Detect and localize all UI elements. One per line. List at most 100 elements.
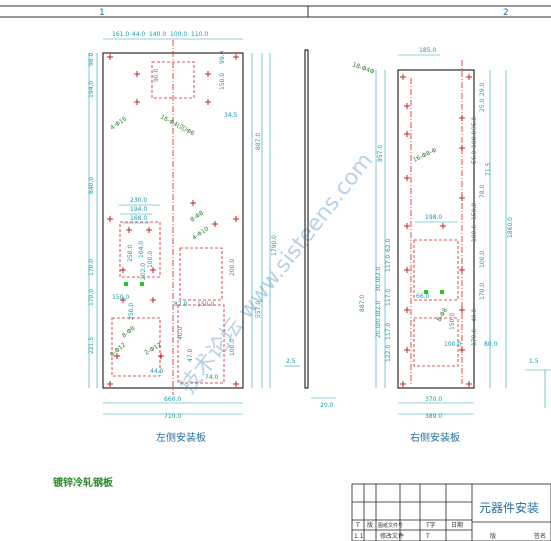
right-panel-dimension-lines [375,54,507,415]
right-dim-left-10: 20.0 [375,324,382,338]
title-row1-c4: T字 [425,521,436,529]
right-dim-right-3: 95.0 [471,116,478,130]
title-misc-2: 签名 [534,532,546,540]
right-dim-right-5: 56.0 [471,150,478,164]
right-dim-inner-5: 150.0 [449,313,456,330]
right-dim-right-9: 100.0 [471,225,478,242]
material-note: 镀锌冷轧钢板 [53,476,114,489]
zone-label-1: 1 [99,8,105,18]
right-dim-left-1: 957.0 [377,145,384,162]
right-dim-left-6: 117.0 [385,289,392,306]
left-dim-inner-15: 44.0 [150,368,164,375]
right-hole-note-1: 18-Φ4Φ [351,61,375,76]
left-dim-bottom-1: 660.0 [164,396,181,403]
title-row1-c2: 版 [367,521,373,529]
left-dim-right-6: 557.0 [255,301,262,318]
left-dim-right-1: 99.0 [219,50,226,64]
left-hole-note-5: 8-Φ8 [121,325,137,340]
left-dim-inner-12: 47.0 [187,348,194,362]
left-dim-right-4: 1790.0 [271,235,278,256]
title-row1-c1: T [355,522,360,529]
right-dim-top-1: 185.0 [419,47,436,54]
left-hole-note-7: 2-Φ12 [144,341,164,356]
right-dim-right-10: 100.0 [479,251,486,268]
left-dim-inner-3: 168.0 [130,215,147,222]
left-dim-right-5: 200.0 [229,259,236,276]
right-panel: 185.0 18-Φ4Φ 16-Φ8-Φ 8-Φ8 957.0 62.0 117… [351,47,514,444]
right-panel-component-outlines [413,239,459,367]
right-dim-right-14: 1860.0 [507,217,514,238]
left-dim-inner-8: 250.0 [128,303,135,320]
side-view-thickness: 2.5 [286,358,296,365]
title-block [351,483,551,541]
edge-thickness: 1.5 [529,358,539,365]
title-row2-c1: 1.1 [354,533,364,540]
left-dim-left-1: 98.0 [88,52,95,66]
right-dim-right-11: 170.0 [479,283,486,300]
left-dim-inner-10: 87.0 [174,301,188,308]
side-view-width: 20.0 [320,402,334,409]
right-dim-left-11: 117.0 [385,323,392,340]
left-dim-inner-5: 202.0 [140,263,147,280]
left-dim-inner-14: 74.0 [205,374,219,381]
left-dim-inner-17: 90.0 [153,68,160,82]
left-dim-inner-2: 194.0 [130,206,147,213]
title-row2-c2: 修改文件 [380,532,404,540]
left-dim-top-4: 100.0 [170,31,187,38]
right-dim-bottom-1: 370.0 [425,396,442,403]
right-hole-note-3: 8-Φ8 [436,307,449,323]
left-panel-dimension-lines [88,38,271,415]
title-row1-c5: 日期 [451,521,463,529]
right-dim-inner-3: 100.0 [444,341,461,348]
left-hole-note-1: 4-Φ16 [109,115,128,131]
side-view: 2.5 20.0 [284,49,336,409]
left-dim-right-3: 887.0 [255,133,262,150]
left-dim-top-5: 110.0 [191,31,208,38]
left-dim-right-7: 100.0 [229,339,236,356]
left-panel-component-outlines [111,61,225,384]
left-hole-note-2: 16-Φ4(沉)Φ6 [159,113,196,138]
left-dim-right-2: 150.0 [219,73,226,90]
right-dim-left-4: 32.0 [375,266,382,280]
left-dim-top-1: 161.0 [112,31,129,38]
right-dim-left-7: 32.0 [375,300,382,314]
left-hole-note-4: 4-Φ10 [191,225,210,241]
zone-label-2: 2 [503,8,509,18]
right-dim-left-9: 887.0 [359,295,366,312]
title-block-title: 元器件安装 [479,500,539,515]
right-dim-right-6: 71.5 [485,162,492,176]
left-dim-left-5: 170.0 [88,289,95,306]
left-dim-inner-4: 258.0 [127,245,134,262]
right-dim-right-12: 40.0 [471,308,478,322]
right-dim-inner-2: 66.0 [416,293,430,300]
left-dim-left-3: 840.0 [88,177,95,194]
left-panel-caption: 左侧安装板 [156,431,206,444]
left-hole-note-3: 8-Φ8 [189,209,205,223]
left-dim-inner-1: 230.0 [130,197,147,204]
title-misc-1: 版 [490,532,496,540]
right-dim-right-4: 100.0 [471,131,478,148]
left-dim-inner-9: 150.0 [197,301,214,308]
drawing-frame [0,5,551,18]
right-panel-outline [397,69,475,389]
left-dim-bottom-2: 710.0 [164,413,181,420]
partial-view-edge: 1.5 [525,358,551,408]
right-dim-right-13: 170.0 [471,329,478,346]
title-row2-c3: T [425,533,430,540]
right-dim-right-7: 78.0 [479,184,486,198]
right-panel-caption: 右侧安装板 [410,431,460,444]
right-dim-inner-1: 198.0 [425,214,442,221]
left-dim-inner-13: 40.0 [177,326,184,340]
right-dim-right-1: 29.0 [479,82,486,96]
right-panel-terminals [424,290,444,294]
left-dim-left-4: 170.0 [88,259,95,276]
right-panel-holes [400,74,472,387]
left-panel-terminals [124,282,144,286]
right-dim-right-8: 150.0 [471,203,478,220]
left-dim-inner-16: 34.5 [224,112,238,119]
right-dim-left-2: 62.0 [385,238,392,252]
right-dim-inner-4: 80.0 [484,341,498,348]
right-dim-left-3: 117.0 [385,255,392,272]
